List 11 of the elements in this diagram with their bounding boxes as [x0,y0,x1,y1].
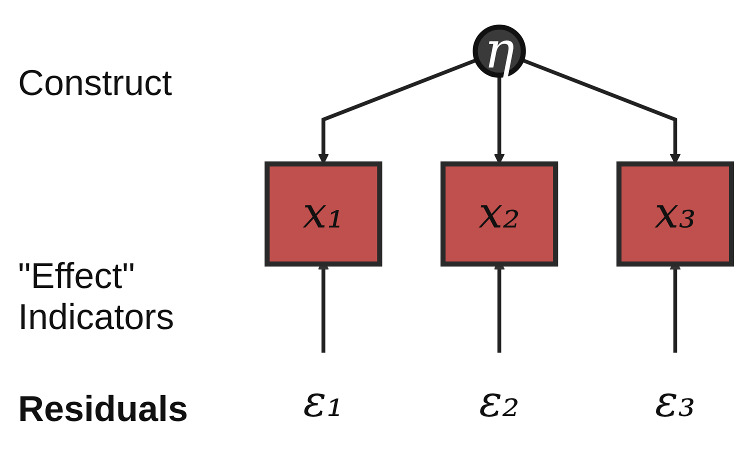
node-box [440,161,558,267]
node-box [616,161,734,267]
row-heading: Residuals [18,388,190,430]
node-text: ε₂ [479,376,520,428]
diagram: η x₁ x₂ x₃ ε₁ ε₂ ε₃ [257,3,742,463]
node-text: ε₁ [303,376,344,428]
row-label: Construct [18,62,174,104]
node-text: ε₃ [655,376,696,428]
node-circle [472,24,526,78]
node-box [264,161,382,267]
row-label: "Effect" Indicators [18,255,176,338]
